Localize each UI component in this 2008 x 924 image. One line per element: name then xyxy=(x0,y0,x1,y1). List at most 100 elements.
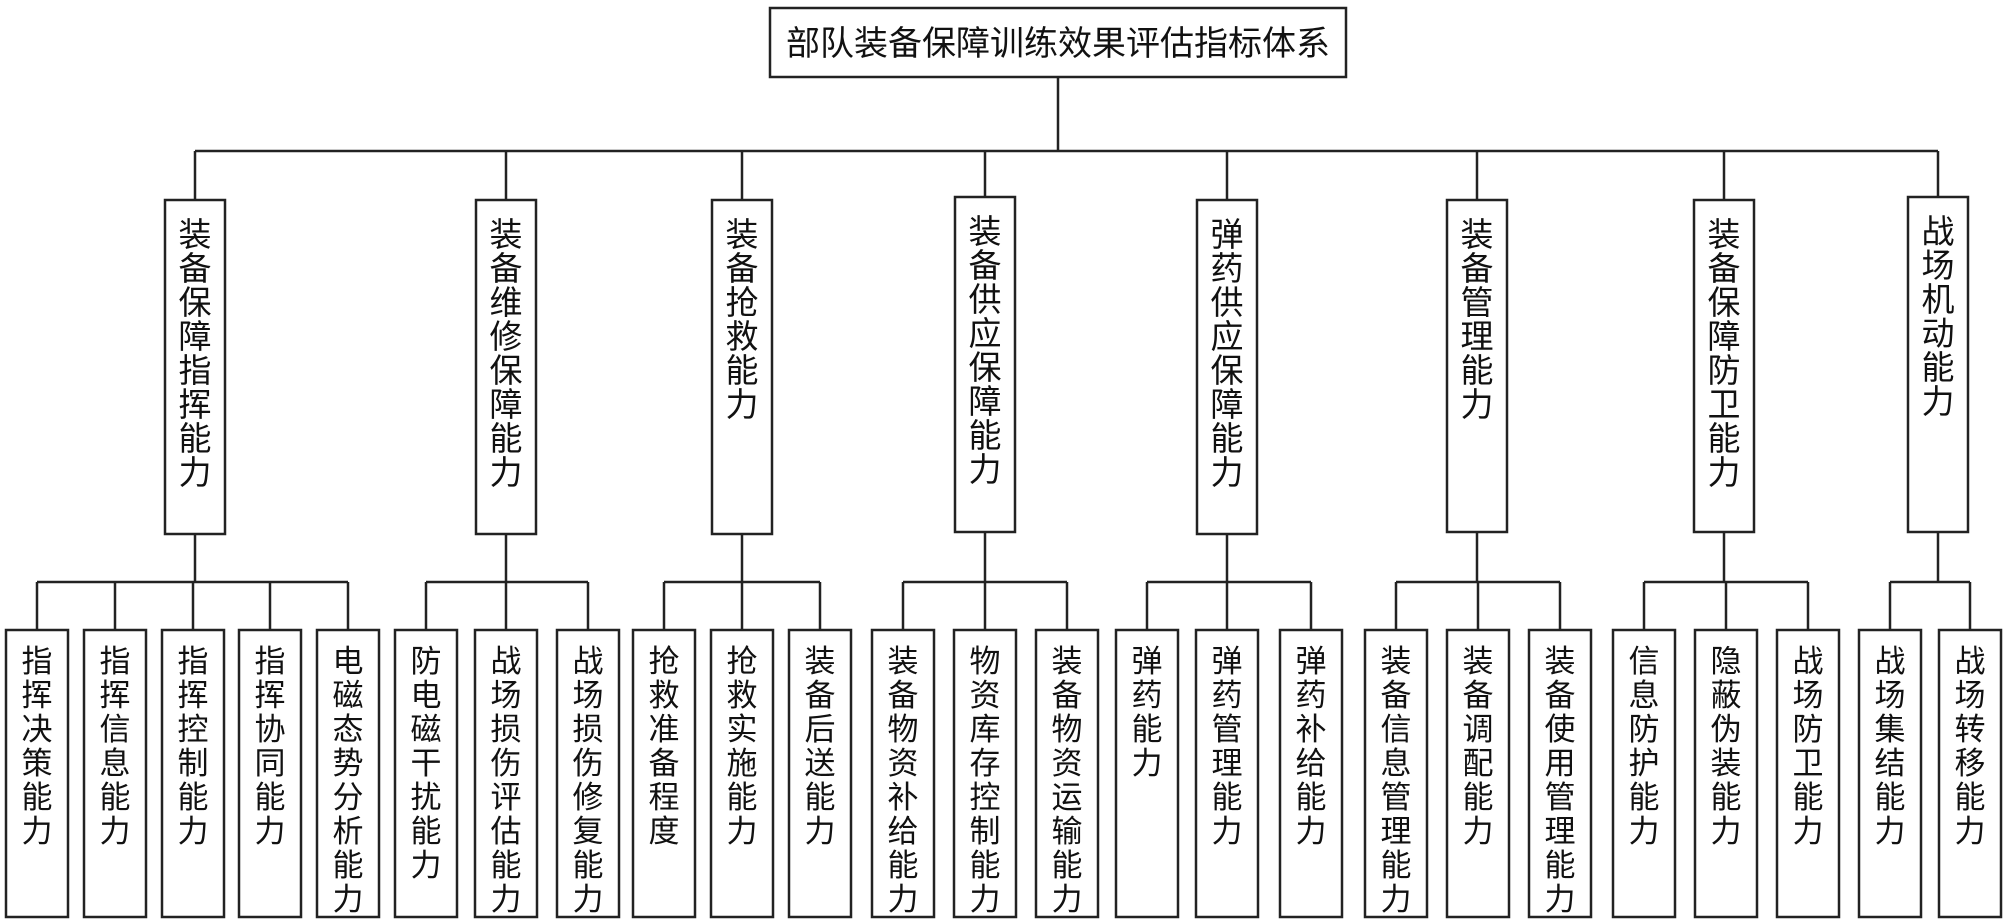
leaf-node-box xyxy=(1194,628,1260,919)
leaf-node-char: 度 xyxy=(649,814,680,850)
category-node: 装备维修保障能力 xyxy=(474,198,538,536)
leaf-node-box xyxy=(952,628,1018,919)
leaf-node-char: 装 xyxy=(1545,644,1576,680)
leaf-node-char: 伪 xyxy=(1711,712,1742,748)
leaf-node-char: 能 xyxy=(1629,780,1660,816)
leaf-node-char: 力 xyxy=(1955,814,1986,850)
leaf-node-char: 能 xyxy=(970,848,1001,884)
leaf-node: 弹药补给能力 xyxy=(1278,628,1344,919)
category-node-char: 障 xyxy=(969,382,1002,421)
leaf-node-char: 力 xyxy=(888,882,919,918)
leaf-node-char: 信 xyxy=(1381,712,1412,748)
category-node-label: 弹药供应保障能力 xyxy=(1211,215,1244,492)
category-node: 装备供应保障能力 xyxy=(953,195,1017,534)
leaf-node-char: 理 xyxy=(1545,814,1576,850)
leaf-node-char: 配 xyxy=(1463,746,1494,782)
leaf-node-char: 信 xyxy=(100,712,131,748)
category-node-char: 力 xyxy=(1211,453,1244,492)
category-node-char: 力 xyxy=(490,453,523,492)
category-node-char: 障 xyxy=(490,385,523,424)
leaf-node-label: 物资库存控制能力 xyxy=(970,644,1001,918)
leaf-node-box xyxy=(1611,628,1677,919)
leaf-node-char: 防 xyxy=(1629,712,1660,748)
leaf-node-char: 势 xyxy=(333,746,364,782)
leaf-node-char: 场 xyxy=(1793,678,1824,714)
leaf-node-char: 装 xyxy=(1711,746,1742,782)
leaf-node-char: 估 xyxy=(491,814,522,850)
leaf-node-box xyxy=(160,628,226,919)
leaf-node-char: 策 xyxy=(22,746,53,782)
leaf-node-char: 电 xyxy=(333,644,364,680)
leaf-node-char: 集 xyxy=(1875,712,1906,748)
leaf-node-char: 资 xyxy=(970,678,1001,714)
leaf-node: 装备信息管理能力 xyxy=(1363,628,1429,919)
leaf-node-char: 资 xyxy=(1052,746,1083,782)
leaf-node: 装备物资运输能力 xyxy=(1034,628,1100,919)
leaf-node-char: 复 xyxy=(573,814,604,850)
leaf-node-char: 使 xyxy=(1545,712,1576,748)
root-node: 部队装备保障训练效果评估指标体系 xyxy=(768,6,1348,79)
leaf-node-char: 给 xyxy=(1296,746,1327,782)
leaf-node-box xyxy=(709,628,775,919)
leaf-node-char: 能 xyxy=(411,814,442,850)
leaf-node-label: 战场集结能力 xyxy=(1875,644,1906,850)
leaf-node-box xyxy=(315,628,381,919)
category-node: 装备保障防卫能力 xyxy=(1692,198,1756,534)
leaf-node-char: 协 xyxy=(255,712,286,748)
leaf-node-box xyxy=(1527,628,1593,919)
leaf-node-char: 析 xyxy=(333,814,364,850)
category-node-char: 保 xyxy=(1211,351,1244,390)
leaf-node-char: 能 xyxy=(333,848,364,884)
leaf-node-char: 态 xyxy=(333,712,364,748)
category-node-char: 指 xyxy=(179,351,212,390)
category-node-char: 战 xyxy=(1922,212,1955,251)
leaf-node-box xyxy=(787,628,853,919)
category-node-char: 备 xyxy=(969,246,1002,285)
category-node-char: 装 xyxy=(969,212,1002,251)
leaf-node-char: 力 xyxy=(411,848,442,884)
leaf-node-char: 力 xyxy=(970,882,1001,918)
leaf-node-char: 损 xyxy=(491,712,522,748)
leaf-node-label: 装备使用管理能力 xyxy=(1545,644,1576,918)
leaf-node: 抢救准备程度 xyxy=(631,628,697,919)
category-node-label: 装备抢救能力 xyxy=(726,215,759,424)
leaf-node-char: 力 xyxy=(1875,814,1906,850)
leaf-node-char: 管 xyxy=(1545,780,1576,816)
leaf-node-char: 力 xyxy=(1296,814,1327,850)
leaf-node-char: 力 xyxy=(1545,882,1576,918)
leaf-node-label: 弹药补给能力 xyxy=(1296,644,1327,850)
category-node-char: 装 xyxy=(179,215,212,254)
category-node-char: 动 xyxy=(1922,314,1955,353)
leaf-node-char: 制 xyxy=(178,746,209,782)
leaf-node-char: 力 xyxy=(727,814,758,850)
leaf-node-box xyxy=(237,628,303,919)
leaf-node-char: 能 xyxy=(1212,780,1243,816)
category-node-char: 力 xyxy=(969,450,1002,489)
leaf-node-char: 场 xyxy=(573,678,604,714)
leaf-node-char: 防 xyxy=(411,644,442,680)
leaf-node: 信息防护能力 xyxy=(1611,628,1677,919)
category-node-box xyxy=(953,195,1017,534)
leaf-node-box xyxy=(870,628,936,919)
leaf-node: 物资库存控制能力 xyxy=(952,628,1018,919)
leaf-node-char: 药 xyxy=(1212,678,1243,714)
leaf-node-char: 结 xyxy=(1875,746,1906,782)
leaf-node-box xyxy=(1857,628,1923,919)
leaf-node-char: 能 xyxy=(1711,780,1742,816)
leaf-node-char: 抢 xyxy=(649,644,680,680)
leaf-node-label: 弹药能力 xyxy=(1132,644,1163,782)
leaf-node-char: 施 xyxy=(727,746,758,782)
category-node-char: 障 xyxy=(1708,317,1741,356)
leaf-node: 装备调配能力 xyxy=(1445,628,1511,919)
leaf-node-char: 物 xyxy=(888,712,919,748)
leaf-node-label: 战场损伤评估能力 xyxy=(491,644,522,918)
leaf-node-char: 备 xyxy=(1052,678,1083,714)
leaf-node-char: 救 xyxy=(727,678,758,714)
leaf-node-char: 力 xyxy=(1052,882,1083,918)
leaf-node-char: 备 xyxy=(1545,678,1576,714)
leaf-node-char: 装 xyxy=(888,644,919,680)
leaf-node: 战场集结能力 xyxy=(1857,628,1923,919)
leaf-node-label: 装备后送能力 xyxy=(805,644,836,850)
leaf-node-char: 备 xyxy=(1381,678,1412,714)
category-node-char: 障 xyxy=(179,317,212,356)
